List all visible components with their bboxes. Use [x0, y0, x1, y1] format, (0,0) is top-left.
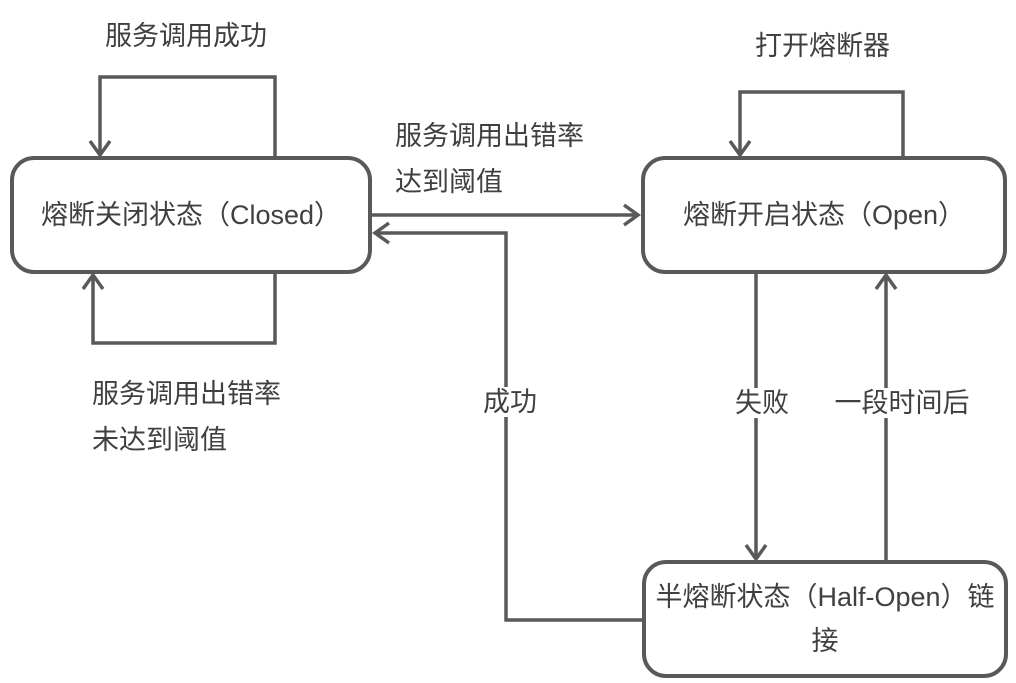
edge-label-error-rate-not-reached-line1: 服务调用出错率	[92, 379, 281, 409]
edge-open-self-top	[728, 90, 905, 159]
edge-closed-self-bottom-line	[91, 274, 277, 345]
edge-label-service-call-success: 服务调用成功	[105, 21, 267, 51]
edge-closed-self-bottom-arrowhead	[81, 271, 105, 291]
edge-label-error-rate-line2: 达到阈值	[395, 167, 503, 197]
edge-closed-self-bottom	[81, 271, 277, 345]
edge-open-to-halfopen-arrowhead	[744, 543, 768, 563]
connector-group	[81, 75, 905, 622]
edge-halfopen-to-closed-line	[377, 231, 644, 622]
edge-open-self-top-line	[738, 90, 905, 156]
edge-label-error-rate-not-reached-line2: 未达到阈值	[92, 425, 227, 455]
state-node-half-open: 半熔断状态（Half-Open）链接	[642, 560, 1008, 678]
edge-halfopen-to-closed	[371, 221, 644, 622]
state-node-open-label: 熔断开启状态（Open）	[682, 200, 966, 230]
edge-open-self-top-arrowhead	[728, 139, 752, 159]
edge-closed-self-top	[88, 75, 277, 159]
state-node-closed-label: 熔断关闭状态（Closed）	[40, 200, 342, 230]
state-node-half-open-label: 半熔断状态（Half-Open）链接	[655, 582, 995, 656]
edge-closed-self-top-line	[98, 75, 277, 156]
edge-halfopen-to-closed-arrowhead	[371, 221, 391, 245]
edge-closed-self-top-arrowhead	[88, 139, 112, 159]
edge-label-open-circuit-breaker: 打开熔断器	[755, 31, 890, 61]
edge-halfopen-to-open-arrowhead	[874, 271, 898, 291]
edge-halfopen-to-open	[874, 271, 898, 560]
state-node-closed: 熔断关闭状态（Closed）	[10, 156, 372, 274]
state-node-open: 熔断开启状态（Open）	[641, 156, 1007, 274]
edge-label-error-rate-line1: 服务调用出错率	[395, 121, 584, 151]
edge-label-failure: 失败	[725, 388, 799, 418]
edge-label-after-a-period: 一段时间后	[824, 388, 980, 418]
edge-closed-to-open	[372, 203, 642, 227]
edge-label-success: 成功	[473, 387, 547, 417]
edge-closed-to-open-arrowhead	[622, 203, 642, 227]
